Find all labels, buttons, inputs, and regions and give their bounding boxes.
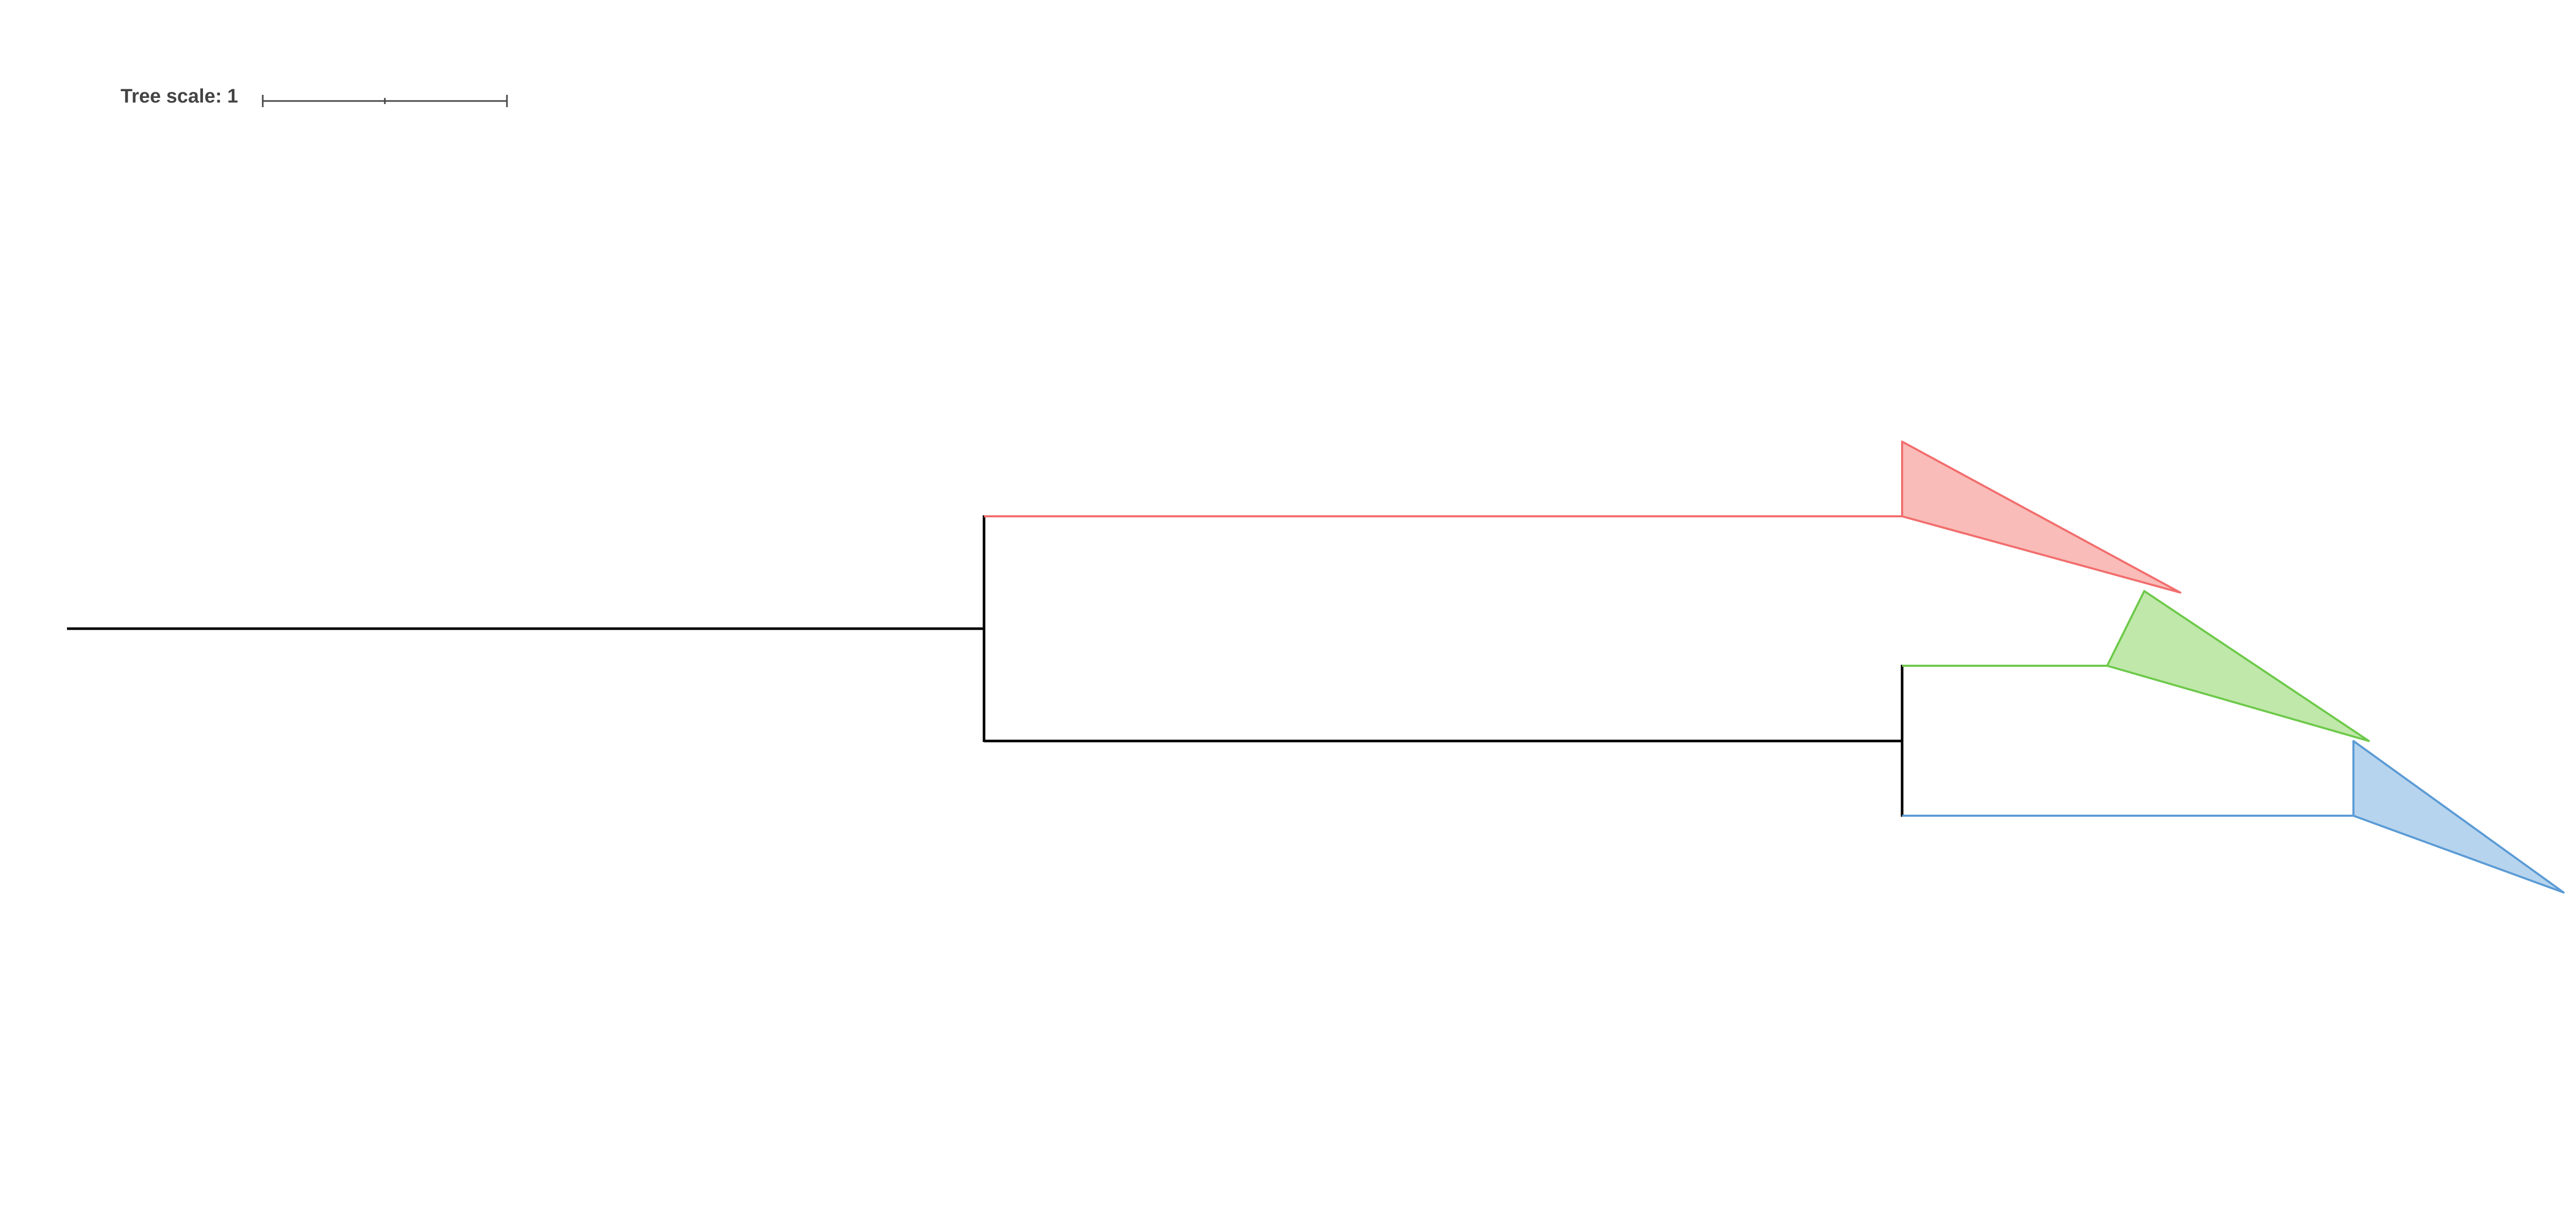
clade-red-triangle[interactable] [1901, 441, 2181, 594]
clade-green-triangle[interactable] [2106, 590, 2370, 742]
tree-scale-label: Tree scale: 1 [121, 86, 239, 107]
clade-blue-triangle[interactable] [2352, 740, 2565, 894]
tree-scale-bar [262, 95, 508, 107]
